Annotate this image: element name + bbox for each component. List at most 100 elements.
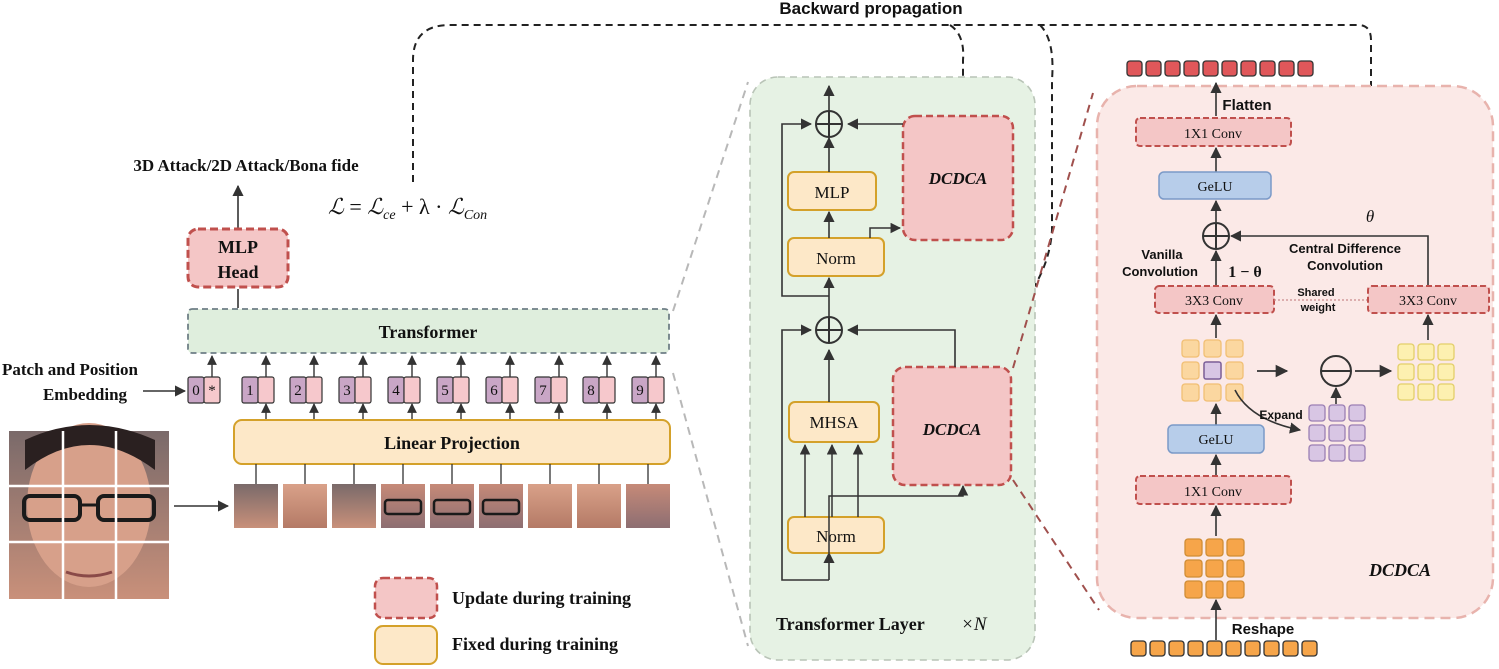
difference-cell xyxy=(1417,363,1435,381)
linear-projection-label: Linear Projection xyxy=(384,433,520,453)
arrow-norm-to-dcdca-bottom xyxy=(828,484,969,560)
output-token-cell xyxy=(1164,60,1181,77)
output-token-strip xyxy=(1126,60,1314,77)
zoom-guide-top xyxy=(672,81,749,312)
patch-tile xyxy=(234,484,278,528)
token-label: 3 xyxy=(343,383,351,399)
token-2: 2 xyxy=(289,355,323,420)
face-hair xyxy=(25,425,155,470)
input-token-cell xyxy=(1244,640,1261,657)
patch-tile xyxy=(332,484,376,528)
input-token-cell xyxy=(1301,640,1318,657)
output-token-cell xyxy=(1297,60,1314,77)
conv3x3-right-box xyxy=(1367,285,1490,314)
norm-bottom-label: Norm xyxy=(816,527,856,546)
norm-bottom-box xyxy=(787,516,885,554)
conv1x1-top-label: 1X1 Conv xyxy=(1184,127,1242,142)
dcdca-bottom-box xyxy=(891,365,1013,487)
transformer-layer-caption: Transformer Layer xyxy=(776,614,925,634)
legend-update-label: Update during training xyxy=(452,588,631,608)
mlp-head-label-1: MLP xyxy=(218,237,258,257)
legend-fixed-label: Fixed during training xyxy=(452,634,618,654)
transformer-layer-times-n: ×N xyxy=(961,614,988,635)
output-token-cell xyxy=(1126,60,1143,77)
feature-grid-center xyxy=(1181,339,1244,402)
gelu-top-label: GeLU xyxy=(1198,180,1233,195)
input-token-cell xyxy=(1168,640,1185,657)
shared-weight-label-2: weight xyxy=(1300,302,1336,314)
expanded-cell xyxy=(1308,444,1326,462)
reshaped-cell xyxy=(1205,538,1224,557)
input-token-cell xyxy=(1282,640,1299,657)
expanded-cell xyxy=(1348,404,1366,422)
feature-grid-expanded xyxy=(1308,404,1366,462)
output-token-cell xyxy=(1221,60,1238,77)
difference-cell xyxy=(1437,363,1455,381)
norm-top-box xyxy=(787,237,885,277)
patch-tile xyxy=(381,484,425,528)
patch-glasses xyxy=(481,498,521,516)
legend-fixed-swatch xyxy=(374,625,438,665)
conv1x1-top-box xyxy=(1135,117,1292,147)
arrow-dcdca-bottom-to-add xyxy=(846,324,956,367)
input-token-cell xyxy=(1263,640,1280,657)
token-label: 4 xyxy=(392,383,400,399)
patch-embedding-label-2: Embedding xyxy=(43,385,128,404)
gelu-bottom-box xyxy=(1167,424,1265,454)
conv3x3-right-label: 3X3 Conv xyxy=(1399,294,1457,309)
output-label: 3D Attack/2D Attack/Bona fide xyxy=(133,156,359,175)
glasses-left-lens xyxy=(22,494,82,522)
vanilla-label-2: Convolution xyxy=(1122,264,1198,279)
output-token-cell xyxy=(1183,60,1200,77)
mlp-head-label-2: Head xyxy=(217,262,258,282)
output-token-cell xyxy=(1259,60,1276,77)
expanded-cell xyxy=(1328,404,1346,422)
reshaped-cell xyxy=(1226,559,1245,578)
feature-cell xyxy=(1225,361,1244,380)
patch-strip xyxy=(234,484,670,528)
projection-input-lines xyxy=(255,464,649,484)
expand-label: Expand xyxy=(1259,408,1302,422)
token-1: 1 xyxy=(241,355,275,420)
difference-cell xyxy=(1437,383,1455,401)
backward-dashed-path-main xyxy=(412,24,1378,200)
face-image-grid xyxy=(9,423,169,599)
patch-tile xyxy=(283,484,327,528)
expanded-cell xyxy=(1308,404,1326,422)
token-8: 8 xyxy=(582,355,616,420)
glasses-right-lens xyxy=(96,494,156,522)
input-token-strip xyxy=(1130,640,1318,657)
feature-cell xyxy=(1181,383,1200,402)
expanded-cell xyxy=(1328,444,1346,462)
difference-cell xyxy=(1417,383,1435,401)
token-label: 1 xyxy=(246,383,254,399)
reshaped-cell xyxy=(1205,559,1224,578)
mlp-box xyxy=(787,171,877,211)
loss-formula: ℒ = ℒce + λ · ℒCon xyxy=(328,194,487,223)
arrow-cdc-to-add xyxy=(1229,230,1429,285)
dcdca-panel-title: DCDCA xyxy=(1368,560,1431,580)
expanded-cell xyxy=(1348,424,1366,442)
zoom-guide-dcdca-top xyxy=(1012,92,1094,369)
patch-tile xyxy=(626,484,670,528)
token-6: 6 xyxy=(485,355,519,420)
residual-connection-bottom xyxy=(781,324,829,581)
dcdca-top-box xyxy=(901,114,1015,242)
input-token-cell xyxy=(1187,640,1204,657)
reshape-label: Reshape xyxy=(1232,621,1295,638)
zoom-guide-bottom xyxy=(672,372,749,647)
patch-tile xyxy=(528,484,572,528)
output-token-cell xyxy=(1202,60,1219,77)
difference-cell xyxy=(1397,383,1415,401)
difference-cell xyxy=(1397,363,1415,381)
difference-cell xyxy=(1417,343,1435,361)
token-label: 8 xyxy=(587,383,595,399)
feature-cell xyxy=(1181,339,1200,358)
token-label: 7 xyxy=(539,383,547,399)
mlp-label: MLP xyxy=(815,183,850,202)
conv1x1-bottom-box xyxy=(1135,475,1292,505)
central-diff-label-1: Central Difference xyxy=(1289,241,1401,256)
input-token-cell xyxy=(1149,640,1166,657)
feature-grid-difference xyxy=(1397,343,1455,401)
gelu-top-box xyxy=(1158,171,1272,200)
